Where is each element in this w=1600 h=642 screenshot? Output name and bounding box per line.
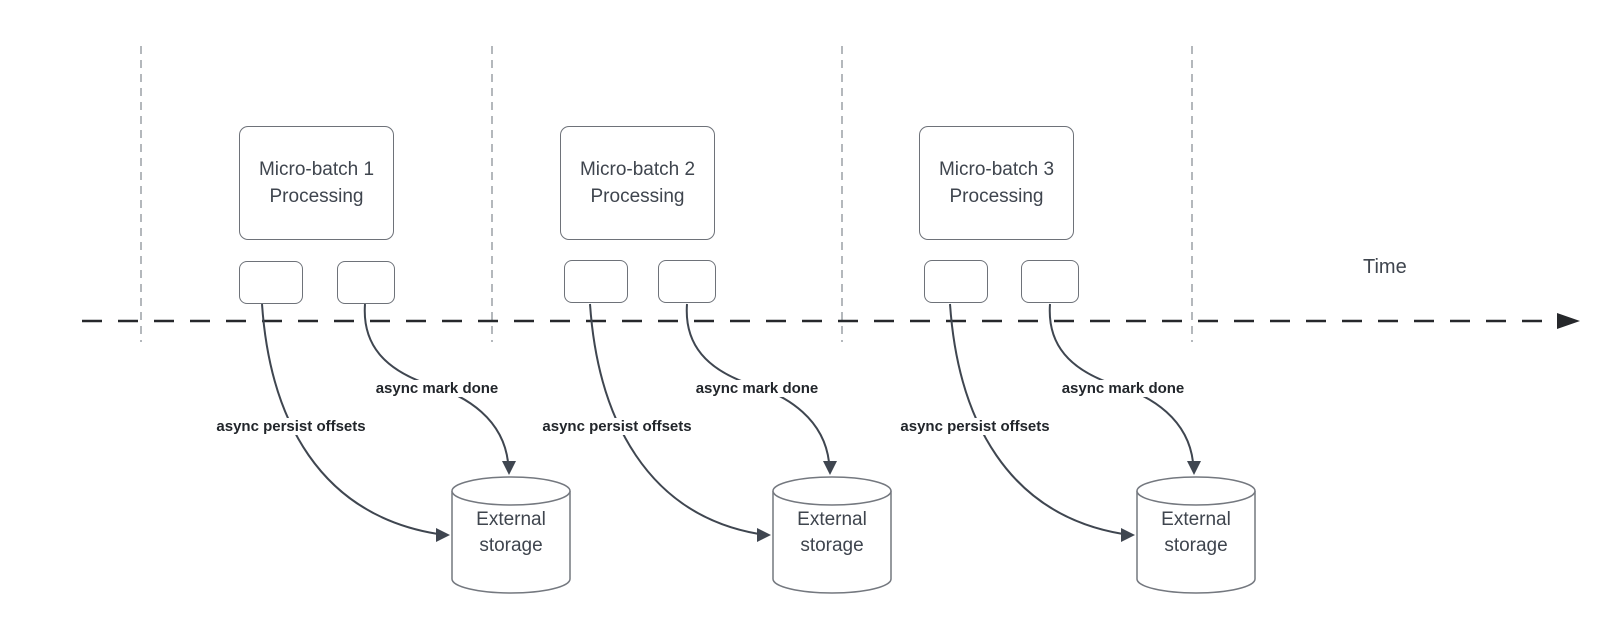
storage-label-1: External storage xyxy=(476,509,546,556)
task-box-offsets-3 xyxy=(924,260,988,303)
microbatch-subtitle-3: Processing xyxy=(949,186,1044,207)
storage-cylinder-1 xyxy=(451,476,571,594)
microbatch-subtitle-1: Processing xyxy=(269,186,364,207)
persist-offsets-label-3: async persist offsets xyxy=(898,418,1052,435)
task-box-done-3 xyxy=(1021,260,1079,303)
storage-cylinder-3 xyxy=(1136,476,1256,594)
storage-cylinder-2 xyxy=(772,476,892,594)
microbatch-title-3: Micro-batch 3 xyxy=(938,159,1055,180)
microbatch-title-2: Micro-batch 2 xyxy=(579,159,696,180)
microbatch-title-1: Micro-batch 1 xyxy=(258,159,375,180)
microbatch-box-1: Micro-batch 1 Processing xyxy=(239,126,394,240)
mark-done-label-1: async mark done xyxy=(373,380,501,397)
microbatch-box-2: Micro-batch 2 Processing xyxy=(560,126,715,240)
task-box-offsets-2 xyxy=(564,260,628,303)
mark-done-label-2: async mark done xyxy=(693,380,821,397)
microbatch-subtitle-2: Processing xyxy=(590,186,685,207)
persist-offsets-label-2: async persist offsets xyxy=(540,418,694,435)
storage-label-2: External storage xyxy=(797,509,867,556)
microbatch-box-3: Micro-batch 3 Processing xyxy=(919,126,1074,240)
mark-done-label-3: async mark done xyxy=(1059,380,1187,397)
persist-offsets-label-1: async persist offsets xyxy=(214,418,368,435)
persist-offsets-arrow-1 xyxy=(261,303,450,542)
storage-label-3: External storage xyxy=(1161,509,1231,556)
persist-offsets-arrow-3 xyxy=(949,303,1135,542)
persist-offsets-arrow-2 xyxy=(589,303,771,542)
task-box-done-2 xyxy=(658,260,716,303)
time-label: Time xyxy=(1363,256,1407,278)
task-box-done-1 xyxy=(337,261,395,304)
task-box-offsets-1 xyxy=(239,261,303,304)
timeline-arrowhead-icon xyxy=(1557,313,1580,329)
